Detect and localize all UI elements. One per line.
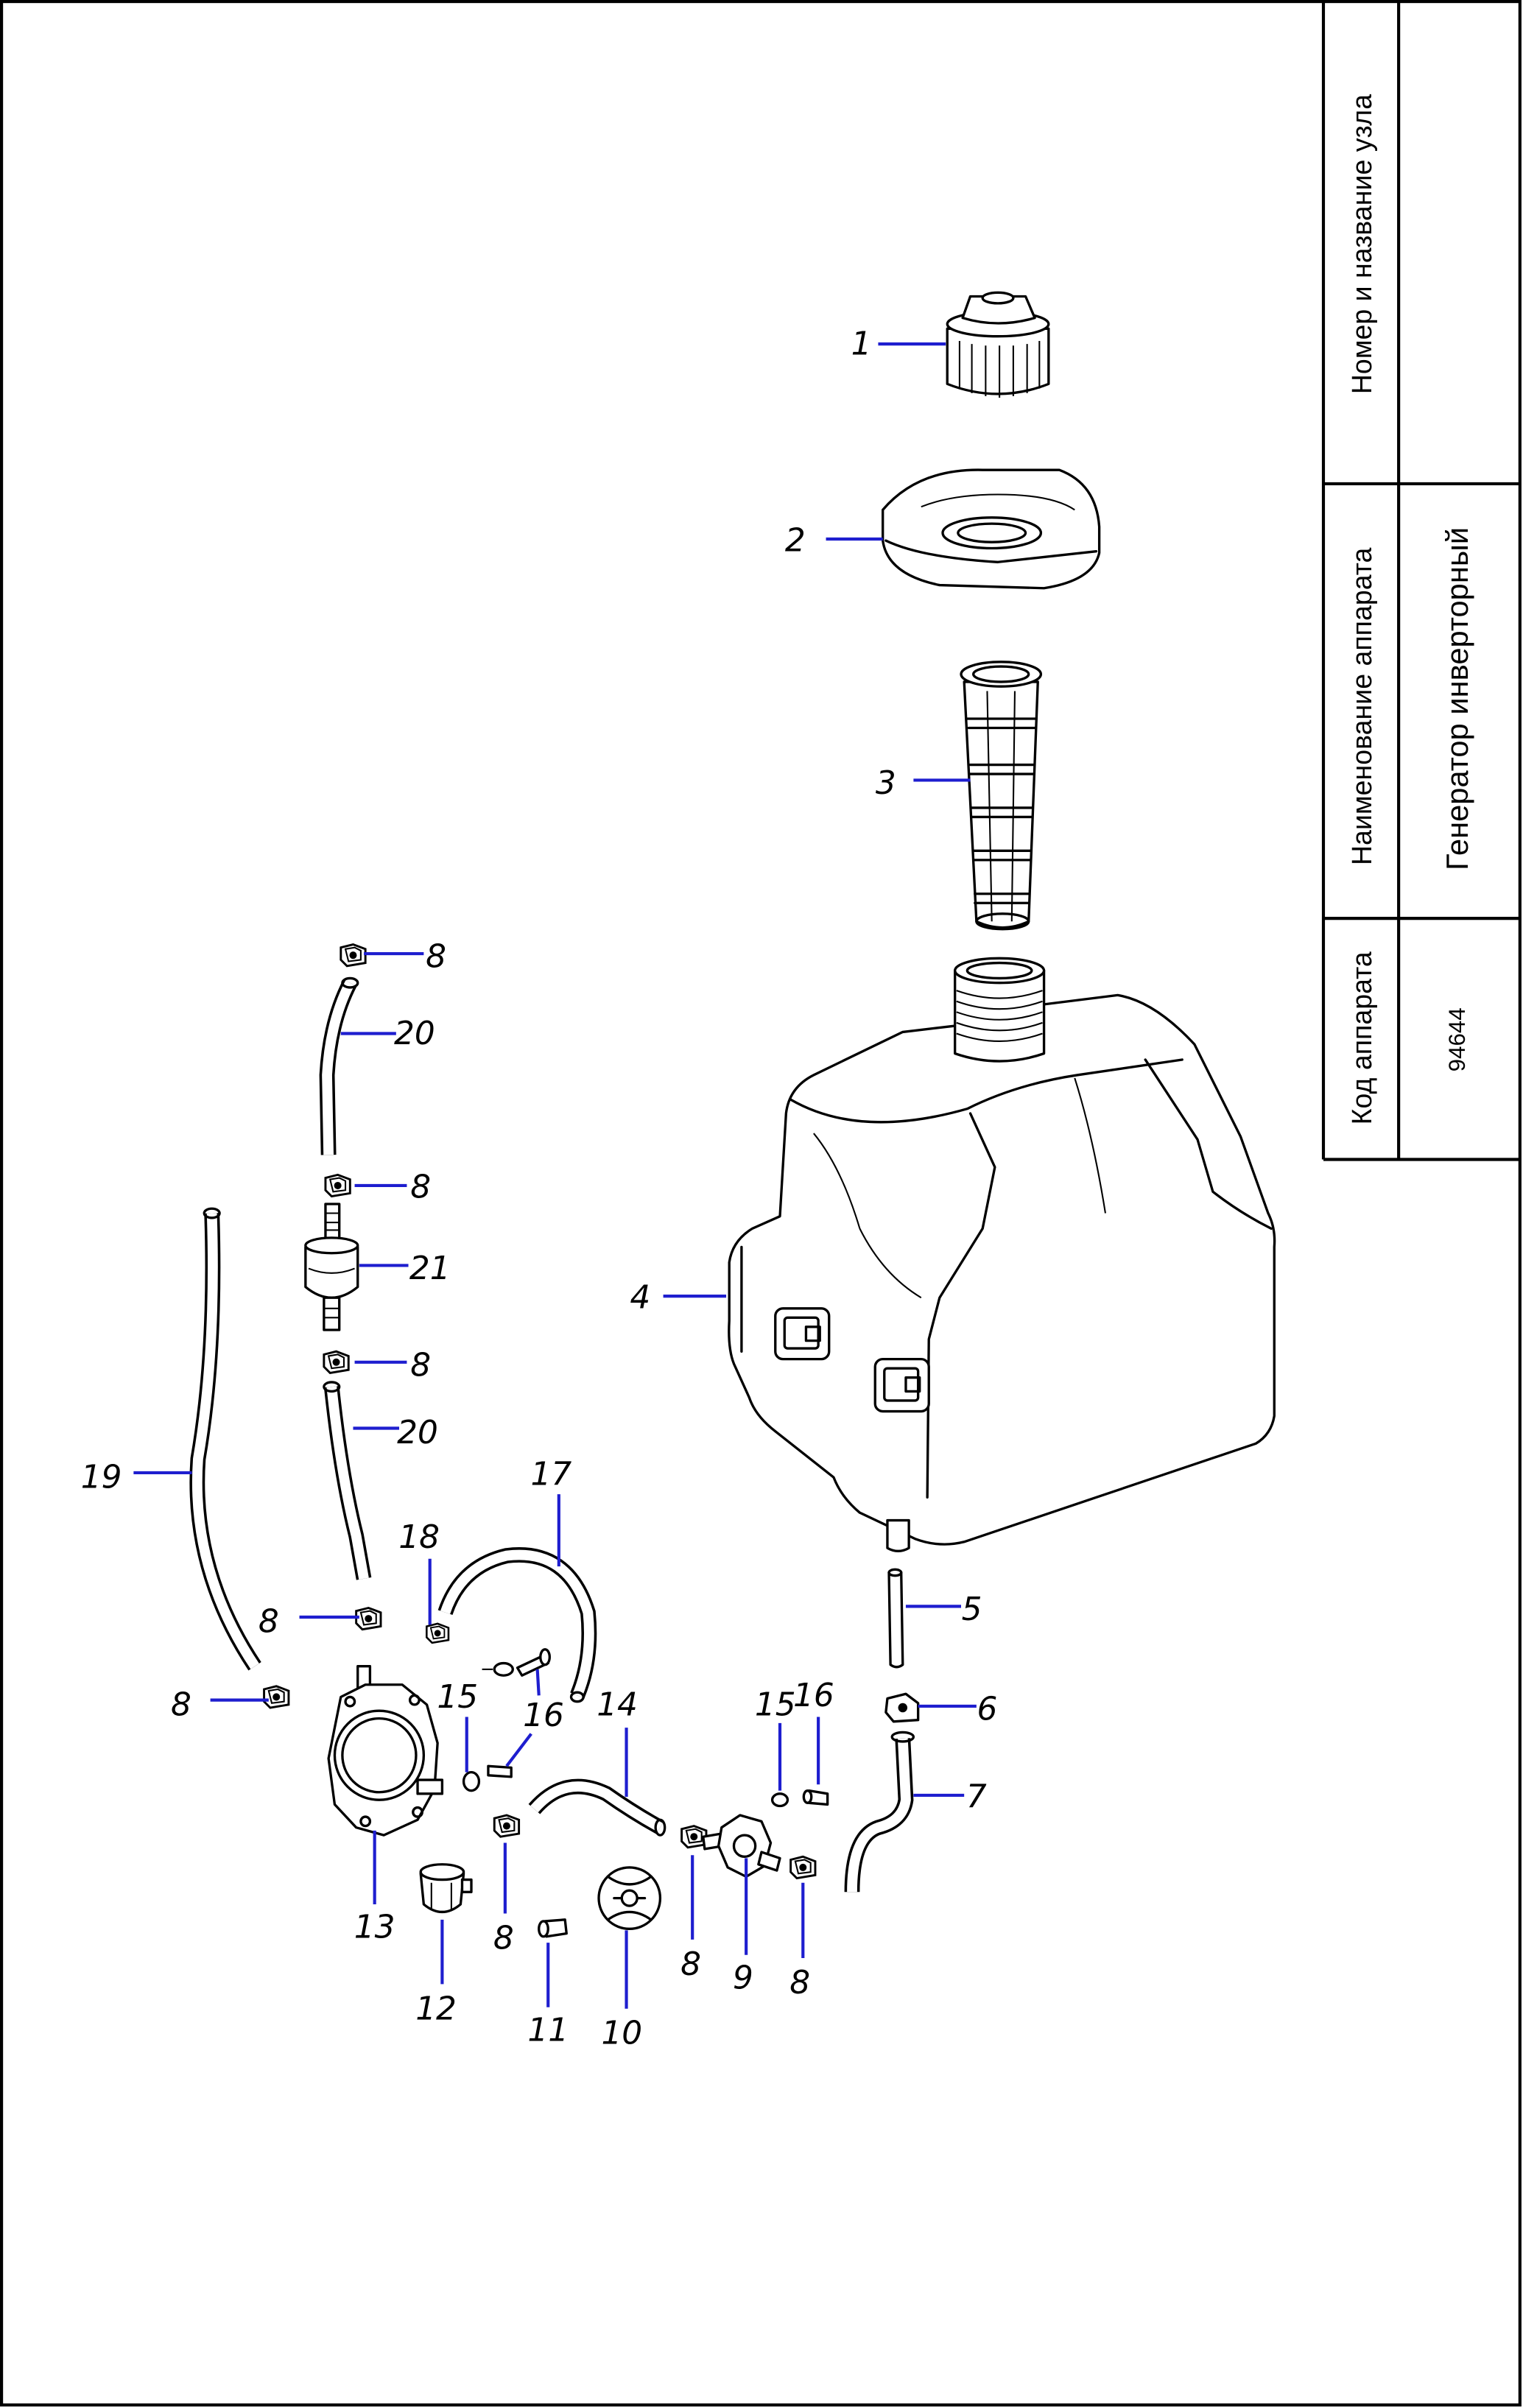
vent-hose-19 [189,1207,261,1671]
callout-label-8: 8 [680,1946,701,1983]
hose-clamp-8 [324,1173,351,1198]
fuel-cap [946,291,1050,398]
device-code-value: 94644 [1444,1007,1470,1071]
callout-label-8: 8 [789,1964,810,2002]
callout-label-13: 13 [354,1909,395,1946]
callout-label-8: 8 [258,1603,279,1641]
hose-clamp-8 [323,1350,350,1374]
fuel-hose-7 [844,1731,915,1893]
callout-label-5: 5 [962,1591,982,1628]
fuel-hose-20-upper [319,976,359,1155]
callout-label-15: 15 [437,1678,478,1716]
hose-clamp-8 [789,1855,817,1879]
fuel-cock-9 [702,1814,781,1879]
callout-label-8: 8 [171,1686,191,1723]
callout-label-4: 4 [630,1279,650,1317]
device-code-label: Код аппарата [1346,951,1377,1124]
callout-label-21: 21 [409,1250,451,1287]
fuel-hose-17 [437,1547,597,1703]
callout-label-9: 9 [733,1960,753,1997]
callout-label-14: 14 [597,1686,638,1723]
callout-label-15: 15 [755,1686,796,1723]
assembly-label: Номер и название узла [1346,94,1377,394]
leader-lines [133,342,977,2009]
hose-clamp-6 [884,1692,920,1723]
title-block: Номер и название узла Наименование аппар… [1321,1,1520,1161]
device-name-label: Наименование аппарата [1346,547,1377,865]
fuel-hose-20-lower [323,1381,372,1580]
callout-label-17: 17 [531,1456,572,1493]
hose-clamp-8 [493,1814,521,1838]
callout-label-7: 7 [966,1778,987,1815]
washer-screw-right [770,1789,829,1808]
callout-label-2: 2 [785,522,806,560]
hose-clip-18 [425,1622,450,1644]
inline-fuel-filter [304,1203,359,1331]
fuel-strainer [960,661,1043,931]
callout-label-12: 12 [415,1990,457,2027]
callout-label-10: 10 [601,2015,642,2052]
callout-label-8: 8 [410,1346,431,1384]
callout-label-6: 6 [977,1691,998,1728]
leader-line [505,1733,532,1767]
callout-label-1: 1 [851,325,872,363]
leader-line [535,1669,541,1696]
hose-clamp-8 [263,1685,290,1709]
callout-label-3: 3 [876,764,896,802]
callout-label-8: 8 [493,1919,514,1957]
fuel-tank [728,957,1276,1552]
callout-label-16: 16 [523,1697,564,1734]
callout-label-18: 18 [398,1518,440,1556]
device-name-value: Генератор инверторный [1440,527,1474,870]
pump-cap-12 [419,1863,473,1914]
hose-clamp-8 [355,1607,382,1631]
callout-label-16: 16 [793,1677,834,1714]
washer-bolt-left [462,1648,551,1792]
fuel-hose-14 [528,1778,666,1837]
callout-label-8: 8 [410,1169,431,1206]
callout-label-8: 8 [426,938,446,976]
cock-lever-10 [597,1866,662,1931]
callout-label-19: 19 [81,1459,122,1496]
callout-labels: 1 2 3 4 5 6 7 8 20 8 21 8 20 19 17 18 8 … [81,325,998,2052]
callout-label-20: 20 [397,1414,438,1451]
hose-clamp-8 [340,943,367,968]
outlet-tube [887,1568,904,1669]
screw-11 [538,1918,568,1938]
fuel-pump [327,1665,444,1837]
callout-label-11: 11 [527,2011,569,2049]
callout-label-20: 20 [394,1015,435,1052]
filler-collar [882,468,1101,590]
